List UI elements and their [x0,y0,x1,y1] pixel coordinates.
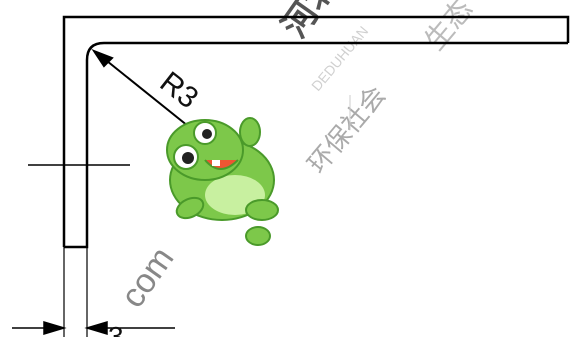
watermark-top: 河北 [275,0,345,45]
bracket-inner-edge [64,41,568,249]
watermark-en: DEDUHUAN [308,23,371,94]
radius-label: R3 [154,66,205,116]
bracket-profile [62,15,570,249]
watermark-com: com [113,240,181,314]
watermark-cn-2: 生态 [419,0,479,56]
dimension-value: 3 [108,321,124,337]
watermark-cn-1: 环保社会 [302,80,392,179]
frog-mascot [166,117,279,246]
bottom-dimension [12,320,175,336]
radius-leader-line [101,56,189,127]
bracket-outer-edge [62,15,570,247]
radius-arrowhead [91,48,114,68]
extension-lines [63,247,88,337]
radius-leader [91,48,189,127]
